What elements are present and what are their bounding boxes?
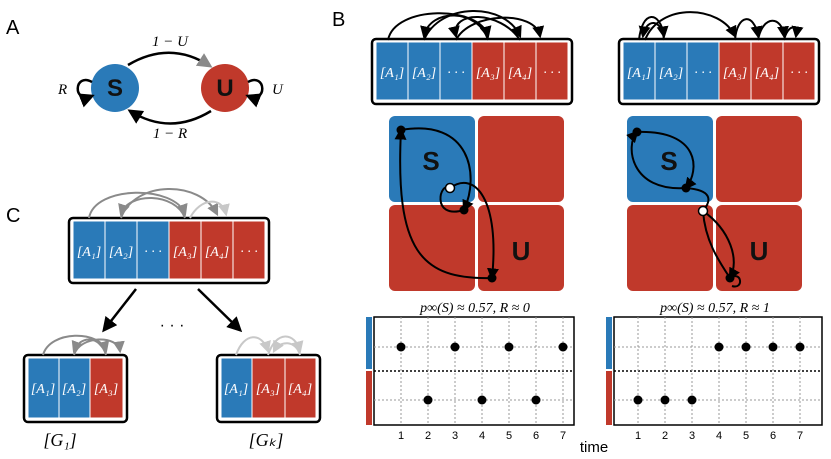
timeline-point [396,342,406,352]
timeline-point [423,395,433,405]
group-cell: [A₃] [256,382,280,397]
group-gk-arcs [235,335,304,356]
timeline-point [660,395,670,405]
strip-b-left-arcs [387,10,545,41]
time-tick-label: 6 [770,430,776,442]
strip-cell: · · · [790,66,808,81]
time-axis-label: time [580,439,608,456]
self-loop-u [245,78,264,108]
strip-cell: · · · [240,245,258,260]
strip-cell: · · · [543,66,561,81]
group-g1-label: [G₁] [43,430,76,450]
time-tick-label: 6 [533,430,539,442]
group-gk: [A₁] [A₃] [A₄] [215,353,322,424]
grid-u-label: U [512,236,531,266]
group-g1-arcs [42,334,125,356]
panel-c-label: C [6,205,20,227]
timeline-point [795,342,805,352]
group-g1: [A₁] [A₂] [A₃] [22,353,129,424]
timeline-point [477,395,487,405]
group-cell: [A₂] [62,382,86,397]
self-loop-s [76,78,95,108]
edge-label-bottom: 1 − R [153,126,187,142]
strip-cell: [A₄] [508,66,532,81]
time-tick-label: 1 [635,430,641,442]
strip-cell: · · · [447,66,465,81]
timeline-point [768,342,778,352]
strip-cell: [A₄] [205,245,229,260]
edge-label-top: 1 − U [152,34,189,50]
arrow-to-g1 [102,288,137,333]
strip-cell: [A₂] [412,66,436,81]
timeline-left: p∞(S) ≈ 0.57, R ≈ 0 1 2 3 4 5 6 7 [366,301,575,442]
strip-cell: [A₂] [109,245,133,260]
time-tick-label: 7 [560,430,566,442]
grid-u-label: U [750,236,769,266]
time-tick-label: 2 [662,430,668,442]
state-s-label: S [107,75,123,102]
arrow-to-gk [197,288,243,333]
group-cell: [A₃] [94,382,118,397]
strip-cell: · · · [694,66,712,81]
strip-cell: · · · [144,245,162,260]
state-grid-right: S U [626,116,802,291]
timeline-right-title: p∞(S) ≈ 0.57, R ≈ 1 [659,301,770,316]
time-tick-label: 5 [743,430,749,442]
edge-s-to-u [127,51,213,68]
state-u-node [201,64,249,112]
grid-s-label: S [660,146,677,176]
strip-c-arcs [88,188,230,219]
time-tick-label: 7 [797,430,803,442]
timeline-point [687,395,697,405]
time-tick-label: 4 [479,430,485,442]
timeline-point [558,342,568,352]
timeline-left-title: p∞(S) ≈ 0.57, R ≈ 0 [419,301,530,316]
groups-ellipsis: · · · [160,317,185,334]
group-cell: [A₁] [224,382,248,397]
strip-b-right-arcs [638,11,804,41]
state-s-node [91,64,139,112]
group-cell: [A₁] [31,382,55,397]
strip-cell: [A₂] [659,66,683,81]
timeline-point [504,342,514,352]
timeline-right: p∞(S) ≈ 0.57, R ≈ 1 1 2 3 4 5 6 7 [606,301,823,442]
edge-u-to-s [127,109,212,125]
time-tick-label: 3 [689,430,695,442]
strip-b-left: [A₁] [A₂] · · · [A₃] [A₄] · · · [370,37,574,106]
strip-cell: [A₃] [476,66,500,81]
self-label-u: U [272,82,284,98]
panel-b-label: B [332,9,345,31]
panel-a-label: A [6,17,20,39]
timeline-point [633,395,643,405]
strip-cell: [A₁] [77,245,101,260]
strip-cell: [A₁] [627,66,651,81]
self-label-s: R [57,82,67,98]
timeline-point [714,342,724,352]
time-tick-label: 3 [452,430,458,442]
strip-cell: [A₄] [755,66,779,81]
strip-c: [A₁] [A₂] · · · [A₃] [A₄] · · · [67,216,271,285]
timeline-point [741,342,751,352]
time-tick-label: 1 [398,430,404,442]
group-cell: [A₄] [288,382,312,397]
time-tick-label: 2 [425,430,431,442]
timeline-point [531,395,541,405]
time-tick-label: 5 [506,430,512,442]
strip-cell: [A₁] [380,66,404,81]
grid-s-label: S [422,146,439,176]
strip-b-right: [A₁] [A₂] · · · [A₃] [A₄] · · · [617,37,821,106]
state-grid-left: S U [389,116,564,291]
timeline-point [450,342,460,352]
strip-cell: [A₃] [173,245,197,260]
time-tick-label: 4 [716,430,722,442]
strip-cell: [A₃] [723,66,747,81]
state-u-label: U [216,75,233,102]
group-gk-label: [Gₖ] [249,430,284,450]
